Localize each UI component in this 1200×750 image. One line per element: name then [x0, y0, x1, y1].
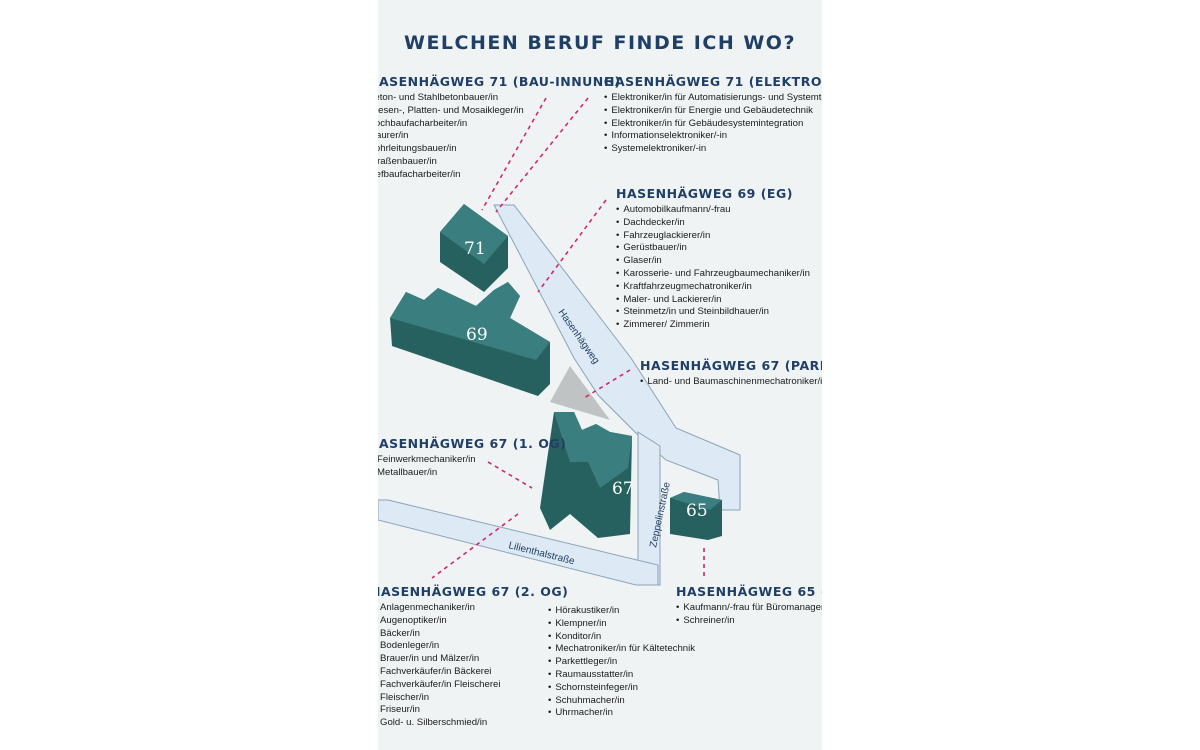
list-item: Tiefbaufacharbeiter/in: [378, 168, 461, 180]
list-item: Kaufmann/-frau für Büromanagement: [676, 602, 822, 615]
list-item: Land- und Baumaschinenmechatroniker/in: [640, 376, 822, 389]
list-item: Maler- und Lackierer/in: [616, 294, 810, 307]
building-69-label: 69: [466, 325, 488, 345]
leader-og2: [431, 513, 519, 579]
list-item: Dachdecker/in: [616, 217, 810, 230]
item-list-gbr65: Kaufmann/-frau für Büromanagement Schrei…: [676, 602, 822, 628]
section-og2: HASENHÄGWEG 67 (2. OG) Anlagenmechaniker…: [378, 584, 568, 730]
section-og1: HASENHÄGWEG 67 (1. OG) Feinwerkmechanike…: [378, 436, 566, 480]
list-item: Glaser/in: [616, 255, 810, 268]
list-item: Uhrmacher/in: [548, 707, 695, 720]
list-item: Schreiner/in: [676, 615, 822, 628]
list-item: Steinmetz/in und Steinbildhauer/in: [616, 306, 810, 319]
section-eg69: HASENHÄGWEG 69 (EG) Automobilkaufmann/-f…: [616, 186, 810, 332]
list-item: Rohrleitungsbauer/in: [378, 143, 457, 155]
list-item: Beton- und Stahlbetonbauer/in: [378, 92, 499, 103]
section-elektro-innung: HASENHÄGWEG 71 (ELEKTRO-INNUNG) Elektron…: [604, 74, 822, 156]
section-heading-parkplatz: HASENHÄGWEG 67 (PARKPLATZ): [640, 358, 822, 373]
list-item: Gold- u. Silberschmied/in: [380, 717, 488, 729]
list-item: Klempner/in: [548, 618, 695, 631]
leader-elektro-innung: [495, 97, 589, 213]
item-list-og2-continued: Hörakustiker/in Klempner/in Konditor/in …: [548, 605, 695, 720]
leader-eg69: [537, 199, 607, 293]
leader-lines: [431, 97, 705, 579]
leader-bau-innung: [481, 97, 547, 211]
road-lilienthalstrasse: [378, 499, 659, 586]
section-heading-eg69: HASENHÄGWEG 69 (EG): [616, 186, 793, 201]
list-item: Friseur/in: [380, 704, 420, 716]
item-list-og2: Anlagenmechaniker/in Augenoptiker/in Bäc…: [378, 602, 568, 730]
item-list-parkplatz: Land- und Baumaschinenmechatroniker/in: [640, 376, 822, 389]
road-zeppelinstrasse: [637, 431, 661, 586]
building-67-label: 67: [612, 479, 634, 499]
item-list-elektro-innung: Elektroniker/in für Automatisierungs- un…: [604, 92, 822, 156]
item-list-bau-innung: Beton- und Stahlbetonbauer/in Fliesen-, …: [378, 92, 621, 182]
parking-area: [550, 366, 610, 420]
section-heading-bau-innung: HASENHÄGWEG 71 (BAU-INNUNG): [378, 74, 621, 89]
list-item: Fahrzeuglackierer/in: [616, 230, 810, 243]
section-parkplatz: HASENHÄGWEG 67 (PARKPLATZ) Land- und Bau…: [640, 358, 822, 389]
list-item: Karosserie- und Fahrzeugbaumechaniker/in: [616, 268, 810, 281]
map-poster: 71 69 67 65 Hasenhägweg Zeppelinstraße L…: [378, 0, 822, 750]
site-map: 71 69 67 65 Hasenhägweg Zeppelinstraße L…: [378, 97, 741, 586]
section-og2-continued: Hörakustiker/in Klempner/in Konditor/in …: [548, 605, 695, 720]
list-item: Maurer/in: [378, 130, 409, 142]
list-item: Brauer/in und Mälzer/in: [380, 653, 480, 665]
building-71-label: 71: [464, 239, 486, 259]
building-71: 71: [440, 204, 508, 292]
list-item: Augenoptiker/in: [380, 614, 447, 626]
list-item: Anlagenmechaniker/in: [380, 602, 475, 613]
leader-parkplatz: [583, 369, 631, 399]
section-heading-og2: HASENHÄGWEG 67 (2. OG): [378, 584, 569, 599]
list-item: Fleischer/in: [380, 691, 430, 703]
list-item: Kraftfahrzeugmechatroniker/in: [616, 281, 810, 294]
item-list-og1: Feinwerkmechaniker/in Metallbauer/in: [378, 454, 566, 480]
list-item: Automobilkaufmann/-frau: [616, 204, 810, 217]
leader-og1: [487, 461, 533, 489]
list-item: Parkettleger/in: [548, 656, 695, 669]
list-item: Hochbaufacharbeiter/in: [378, 117, 468, 129]
list-item: Straßenbauer/in: [378, 155, 437, 167]
section-heading-og1: HASENHÄGWEG 67 (1. OG): [378, 436, 567, 451]
list-item: Bäcker/in: [380, 627, 420, 639]
list-item: Zimmerer/ Zimmerin: [616, 319, 810, 332]
building-65-label: 65: [686, 501, 708, 521]
list-item: Schornsteinfeger/in: [548, 682, 695, 695]
section-heading-elektro-innung: HASENHÄGWEG 71 (ELEKTRO-INNUNG): [604, 74, 822, 89]
section-gbr65: HASENHÄGWEG 65 (GBR) Kaufmann/-frau für …: [676, 584, 822, 628]
list-item: Hörakustiker/in: [548, 605, 695, 618]
section-heading-gbr65: HASENHÄGWEG 65 (GBR): [676, 584, 822, 599]
list-item: Elektroniker/in für Automatisierungs- un…: [604, 92, 822, 105]
section-bau-innung: HASENHÄGWEG 71 (BAU-INNUNG) Beton- und S…: [378, 74, 621, 182]
list-item: Raumausstatter/in: [548, 669, 695, 682]
list-item: Gerüstbauer/in: [616, 242, 810, 255]
list-item: Informationselektroniker/-in: [604, 130, 822, 143]
list-item: Fliesen-, Platten- und Mosaikleger/in: [378, 104, 524, 116]
list-item: Feinwerkmechaniker/in: [378, 454, 476, 465]
building-65: 65: [670, 492, 722, 540]
building-67: 67: [540, 412, 634, 538]
list-item: Mechatroniker/in für Kältetechnik: [548, 643, 695, 656]
list-item: Bodenleger/in: [380, 640, 440, 652]
page-title: WELCHEN BERUF FINDE ICH WO?: [404, 32, 796, 54]
list-item: Elektroniker/in für Energie und Gebäudet…: [604, 105, 822, 118]
list-item: Konditor/in: [548, 631, 695, 644]
list-item: Schuhmacher/in: [548, 695, 695, 708]
list-item: Fachverkäufer/in Bäckerei: [380, 665, 492, 677]
list-item: Systemelektroniker/-in: [604, 143, 822, 156]
item-list-eg69: Automobilkaufmann/-frau Dachdecker/in Fa…: [616, 204, 810, 332]
list-item: Metallbauer/in: [378, 466, 438, 478]
list-item: Elektroniker/in für Gebäudesystemintegra…: [604, 118, 822, 131]
building-69: 69: [390, 282, 550, 396]
list-item: Fachverkäufer/in Fleischerei: [380, 678, 501, 690]
